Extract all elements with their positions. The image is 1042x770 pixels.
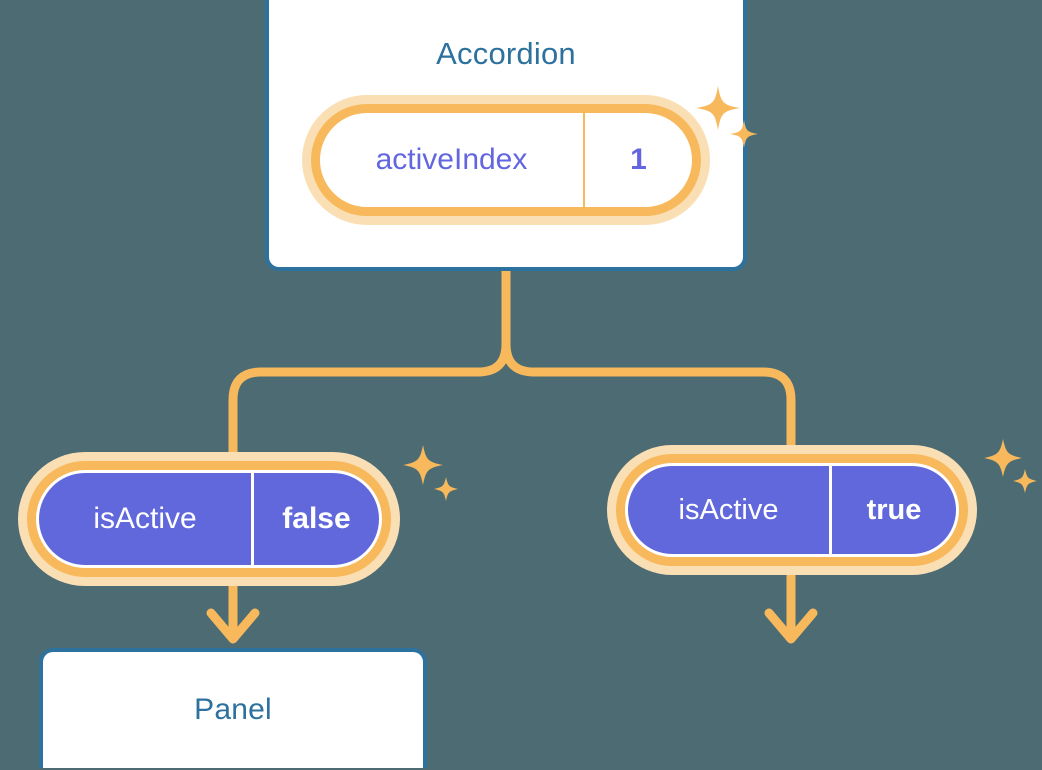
connector-left-branch — [228, 266, 511, 471]
state-value-label: false — [251, 473, 379, 565]
panel-title: Panel — [194, 693, 272, 726]
page-title: Accordion — [436, 36, 576, 71]
arrow-down-icon-right — [764, 566, 818, 644]
arrow-down-icon-left — [206, 577, 260, 644]
state-pill-is-active-false[interactable]: isActive false — [27, 461, 391, 577]
state-pill-active-index[interactable]: activeIndex 1 — [311, 104, 701, 216]
state-pill-is-active-true[interactable]: isActive true — [616, 454, 968, 566]
state-value-label: true — [829, 466, 956, 554]
connector-right-branch — [501, 266, 796, 467]
state-key-label: isActive — [93, 502, 197, 535]
state-value-label: 1 — [583, 113, 692, 207]
component-box-panel-left[interactable]: Panel — [39, 648, 427, 768]
state-key-label: isActive — [678, 493, 779, 526]
state-key-label: activeIndex — [375, 143, 528, 176]
